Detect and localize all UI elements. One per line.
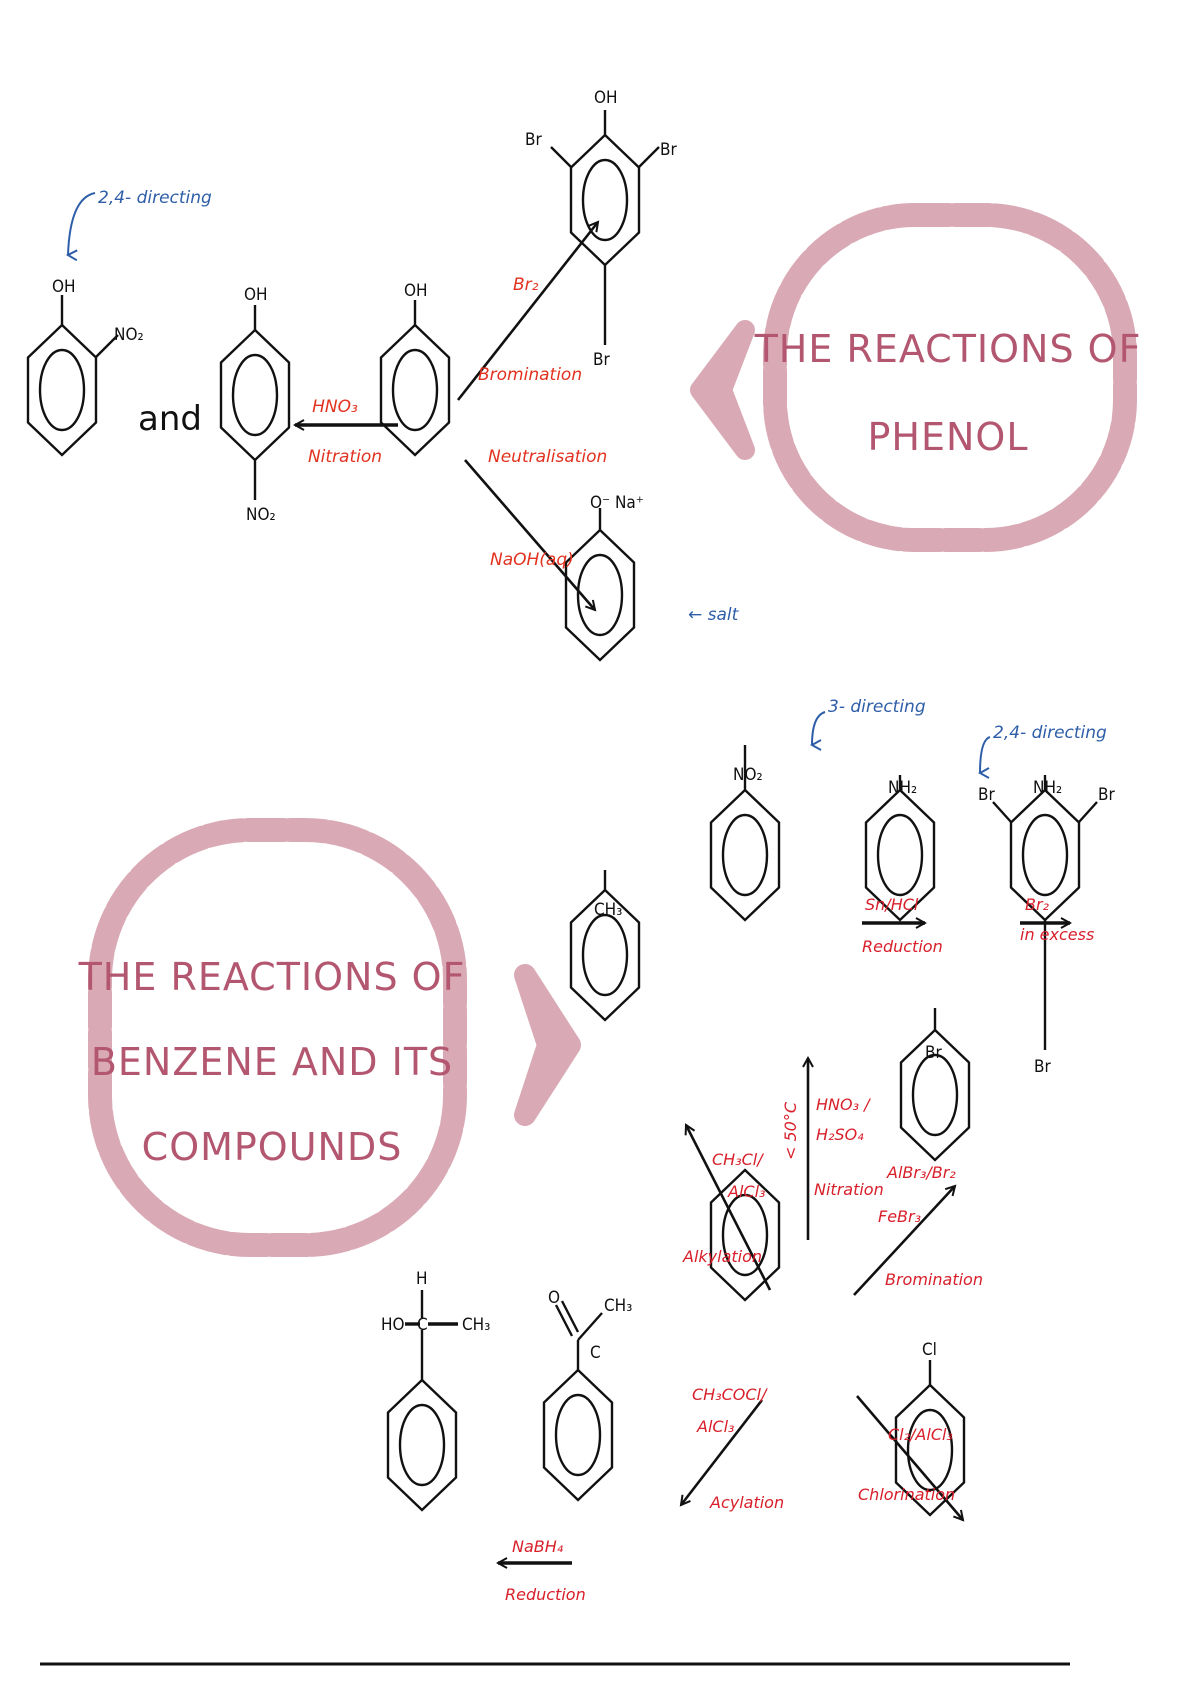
label-ho: HO bbox=[381, 1315, 405, 1335]
tribromophenol-benzene-ring bbox=[569, 133, 641, 267]
phenol-title-line1: THE REACTIONS OF bbox=[754, 327, 1142, 371]
alkylation-reagent-2: AlCl₃ bbox=[727, 1182, 765, 1201]
alkylation-reagent-1: CH₃Cl/ bbox=[712, 1150, 764, 1169]
directing-note-arrow-phenol bbox=[68, 192, 96, 255]
benzene-title-bubble: THE REACTIONS OF BENZENE AND ITS COMPOUN… bbox=[78, 818, 467, 1257]
label-ch3: CH₃ bbox=[604, 1296, 632, 1316]
label-oh: OH bbox=[52, 277, 76, 297]
label-oh: OH bbox=[244, 285, 268, 305]
label-ch3: CH₃ bbox=[462, 1315, 490, 1335]
label-cl: Cl bbox=[922, 1340, 937, 1360]
nitration-label: Nitration bbox=[814, 1180, 884, 1199]
and-text: and bbox=[138, 399, 202, 439]
label-nh2: NH₂ bbox=[1033, 778, 1062, 798]
toluene-benzene-ring bbox=[569, 888, 641, 1022]
br2-excess-reagent: Br₂ bbox=[1025, 895, 1050, 914]
aniline-benzene-ring bbox=[864, 788, 936, 922]
directing-note-arrow-aniline bbox=[980, 736, 991, 773]
bromination-reagent-1: AlBr₃/Br₂ bbox=[886, 1163, 956, 1182]
label-no2: NO₂ bbox=[246, 505, 276, 525]
nitration-reagent-phenol: HNO₃ bbox=[312, 397, 358, 417]
acylation-arrow bbox=[681, 1399, 764, 1505]
o-nitrophenol-benzene-ring bbox=[26, 323, 98, 457]
phenol-title-bubble: THE REACTIONS OF PHENOL bbox=[754, 203, 1142, 552]
bromobenzene-benzene-ring bbox=[899, 1028, 971, 1162]
phenylethanol-benzene-ring bbox=[386, 1378, 458, 1512]
phenoxide-benzene-ring bbox=[564, 528, 636, 662]
label-br: Br bbox=[978, 785, 995, 805]
salt-note: ← salt bbox=[688, 605, 740, 625]
neutralisation-reagent: NaOH(aq) bbox=[490, 550, 574, 570]
reduction-reagent: Sn/HCl bbox=[865, 895, 919, 914]
directing-note-phenol: 2,4- directing bbox=[98, 188, 212, 208]
label-o: O bbox=[548, 1288, 560, 1308]
label-c: C bbox=[417, 1315, 428, 1335]
neutralisation-label: Neutralisation bbox=[488, 447, 607, 467]
nabh4-label: Reduction bbox=[505, 1585, 586, 1604]
directing-note-nitro: 3- directing bbox=[828, 697, 926, 717]
neutralisation-arrow-phenol bbox=[464, 459, 595, 610]
chlorination-arrow bbox=[856, 1395, 963, 1520]
label-br: Br bbox=[1034, 1057, 1051, 1077]
p-nitrophenol-benzene-ring bbox=[219, 328, 291, 462]
acylation-reagent-2: AlCl₃ bbox=[696, 1417, 734, 1436]
bromination-arrow-phenol bbox=[456, 222, 598, 401]
bromination-arrow bbox=[853, 1186, 955, 1296]
reduction-label: Reduction bbox=[862, 937, 943, 956]
chlorination-reagent: Cl₂/AlCl₃ bbox=[888, 1425, 953, 1444]
bromination-reagent-2: FeBr₃ bbox=[878, 1207, 921, 1226]
benzene-title-line3: COMPOUNDS bbox=[142, 1125, 403, 1169]
bromination-label-phenol: Bromination bbox=[478, 365, 582, 385]
label-h: H bbox=[416, 1269, 428, 1289]
label-br: Br bbox=[593, 350, 610, 370]
br2-excess-label: in excess bbox=[1020, 925, 1094, 944]
label-br: Br bbox=[1098, 785, 1115, 805]
label-br: Br bbox=[925, 1043, 942, 1063]
acylation-reagent-1: CH₃COCl/ bbox=[692, 1385, 768, 1404]
alkylation-label: Alkylation bbox=[682, 1247, 762, 1266]
label-br: Br bbox=[660, 140, 677, 160]
label-br: Br bbox=[525, 130, 542, 150]
label-no2: NO₂ bbox=[114, 325, 144, 345]
label-ch3: CH₃ bbox=[594, 900, 622, 920]
nitration-temperature: < 50°C bbox=[781, 1101, 800, 1160]
label-oh: OH bbox=[404, 281, 428, 301]
benzene-benzene-ring bbox=[709, 1168, 781, 1302]
phenol-benzene-ring bbox=[379, 323, 451, 457]
directing-note-aniline: 2,4- directing bbox=[993, 723, 1107, 743]
nitrobenzene-benzene-ring bbox=[709, 788, 781, 922]
nitration-reagent-1: HNO₃ / bbox=[816, 1095, 871, 1114]
label-o-na: O⁻ Na⁺ bbox=[590, 493, 644, 513]
bromination-reagent-phenol: Br₂ bbox=[513, 275, 539, 295]
chlorination-label: Chlorination bbox=[858, 1485, 955, 1504]
label-oh: OH bbox=[594, 88, 618, 108]
acylation-label: Acylation bbox=[709, 1493, 784, 1512]
chlorobenzene-benzene-ring bbox=[894, 1383, 966, 1517]
nitration-reagent-2: H₂SO₄ bbox=[816, 1125, 864, 1144]
substituent-bonds bbox=[60, 110, 1098, 1385]
label-nh2: NH₂ bbox=[888, 778, 917, 798]
alkylation-arrow bbox=[686, 1125, 772, 1291]
pink-arrow-phenol bbox=[690, 320, 755, 460]
nabh4-reagent: NaBH₄ bbox=[512, 1537, 564, 1556]
directing-note-arrow-nitro bbox=[812, 711, 826, 745]
nitration-label-phenol: Nitration bbox=[308, 447, 382, 467]
benzene-title-line1: THE REACTIONS OF bbox=[78, 955, 466, 999]
label-c: C bbox=[590, 1343, 601, 1363]
label-no2: NO₂ bbox=[733, 765, 763, 785]
pink-arrow-benzene bbox=[514, 964, 581, 1126]
benzene-title-line2: BENZENE AND ITS bbox=[91, 1040, 453, 1084]
bromination-label: Bromination bbox=[885, 1270, 983, 1289]
phenol-title-line2: PHENOL bbox=[867, 415, 1028, 459]
acetophenone-benzene-ring bbox=[542, 1368, 614, 1502]
